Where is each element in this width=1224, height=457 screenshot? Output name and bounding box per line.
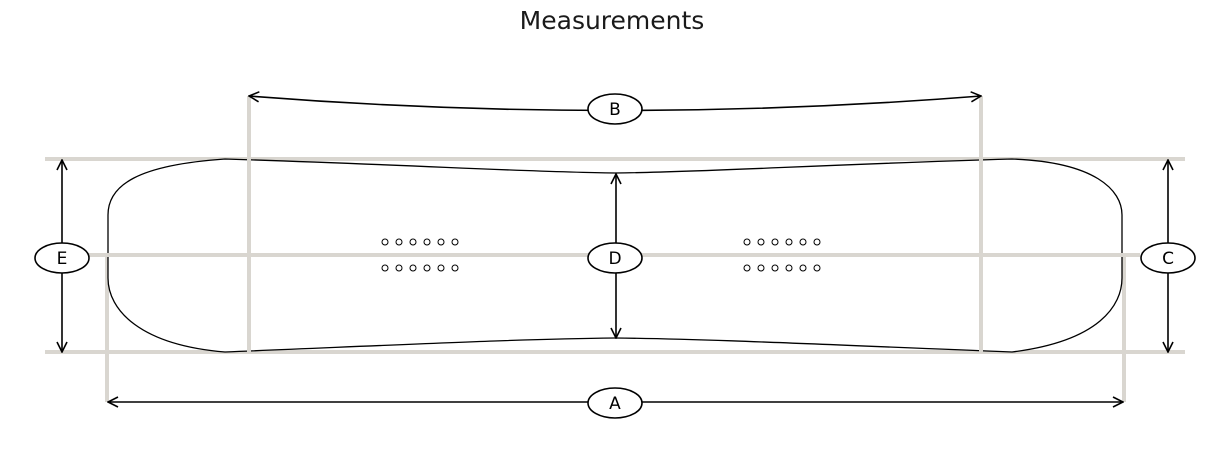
binding-inserts-left [381, 238, 459, 272]
label-d-text: D [608, 249, 621, 269]
label-d: D [587, 242, 643, 274]
label-e-text: E [57, 249, 68, 269]
binding-inserts-right [743, 238, 821, 272]
label-b: B [587, 93, 643, 125]
label-c: C [1140, 242, 1196, 274]
label-a: A [587, 387, 643, 419]
label-a-text: A [609, 394, 621, 414]
label-b-text: B [609, 100, 621, 120]
diagram-title: Measurements [519, 6, 705, 35]
label-e: E [34, 242, 90, 274]
label-c-text: C [1162, 249, 1174, 269]
